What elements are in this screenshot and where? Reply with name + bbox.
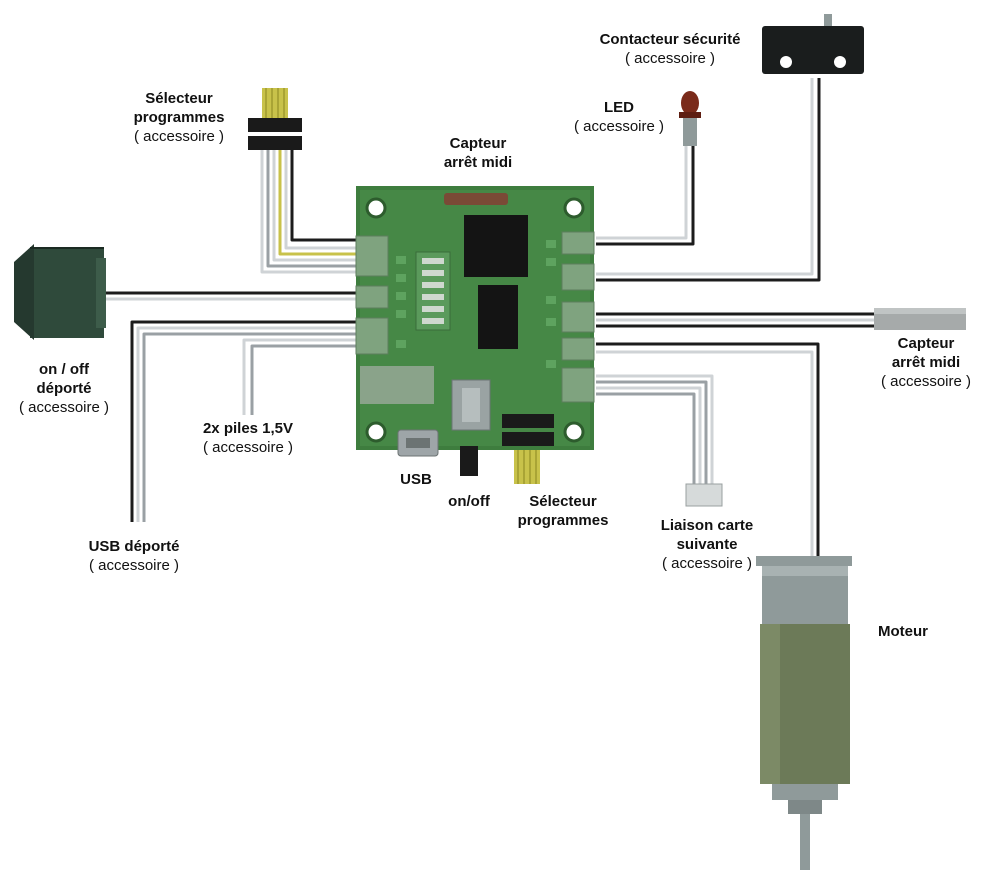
- label-onoff-left: on / off déporté ( accessoire ): [6, 360, 122, 417]
- label-contacteur-sub: ( accessoire ): [624, 50, 716, 67]
- label-selecteur-bottom-title1: Sélecteur: [529, 493, 597, 510]
- label-onoff-board-title: on/off: [448, 493, 490, 510]
- label-selecteur-bottom: Sélecteur programmes: [502, 492, 624, 530]
- label-usb-deporte-sub: ( accessoire ): [88, 557, 180, 574]
- label-piles-title: 2x piles 1,5V: [202, 420, 294, 437]
- label-liaison-sub: ( accessoire ): [661, 555, 753, 572]
- label-piles: 2x piles 1,5V ( accessoire ): [186, 419, 310, 457]
- label-led-title: LED: [604, 99, 634, 116]
- pcb-board: [355, 186, 595, 457]
- label-liaison: Liaison carte suivante ( accessoire ): [642, 516, 772, 573]
- label-capteur-top-title2: arrêt midi: [443, 154, 513, 171]
- label-selecteur-top-title2: programmes: [133, 109, 225, 126]
- wires-liaison: [596, 374, 714, 486]
- label-onoff-board: on/off: [436, 492, 502, 511]
- label-led-sub: ( accessoire ): [573, 118, 665, 135]
- label-onoff-left-title1: on / off: [39, 361, 89, 378]
- label-led: LED ( accessoire ): [560, 98, 678, 136]
- contacteur-securite: [762, 14, 864, 74]
- label-usb-deporte: USB déporté ( accessoire ): [74, 537, 194, 575]
- moteur-component: [756, 556, 852, 870]
- label-capteur-right-title1: Capteur: [897, 335, 955, 352]
- label-moteur-title: Moteur: [878, 623, 928, 640]
- label-selecteur-top: Sélecteur programmes ( accessoire ): [118, 89, 240, 146]
- label-capteur-right-sub: ( accessoire ): [880, 373, 972, 390]
- label-capteur-top: Capteur arrêt midi: [420, 134, 536, 172]
- label-onoff-left-title2: déporté: [36, 380, 92, 397]
- wires-moteur: [596, 342, 820, 560]
- wires-selecteur-top: [260, 150, 358, 274]
- led-component: [679, 91, 701, 146]
- label-capteur-right-title2: arrêt midi: [891, 354, 961, 371]
- wires-usb-deporte: [130, 320, 358, 522]
- label-liaison-title1: Liaison carte: [660, 517, 754, 534]
- label-contacteur-title: Contacteur sécurité: [599, 31, 741, 48]
- label-selecteur-top-title1: Sélecteur: [145, 90, 213, 107]
- onoff-deporte-switch: [14, 244, 106, 340]
- wires: [104, 78, 876, 560]
- liaison-connector: [685, 483, 723, 507]
- label-onoff-left-sub: ( accessoire ): [18, 399, 110, 416]
- label-capteur-right: Capteur arrêt midi ( accessoire ): [868, 334, 984, 391]
- capteur-right-rod: [874, 308, 966, 330]
- label-selecteur-bottom-title2: programmes: [517, 512, 609, 529]
- onoff-board-switch: [460, 446, 478, 476]
- selecteur-top-connector: [248, 88, 302, 150]
- label-piles-sub: ( accessoire ): [202, 439, 294, 456]
- selecteur-bottom-ribbon: [514, 450, 540, 484]
- wires-contacteur: [596, 78, 821, 282]
- label-usb: USB: [388, 470, 444, 489]
- wires-led: [596, 145, 695, 246]
- wires-onoff-left: [104, 291, 358, 301]
- label-capteur-top-title1: Capteur: [449, 135, 507, 152]
- wires-capteur-right: [596, 312, 876, 328]
- label-liaison-title2: suivante: [676, 536, 738, 553]
- label-contacteur: Contacteur sécurité ( accessoire ): [584, 30, 756, 68]
- label-usb-title: USB: [400, 471, 432, 488]
- label-selecteur-top-sub: ( accessoire ): [133, 128, 225, 145]
- label-moteur: Moteur: [866, 622, 940, 641]
- wires-piles: [242, 338, 358, 415]
- label-usb-deporte-title: USB déporté: [88, 538, 180, 555]
